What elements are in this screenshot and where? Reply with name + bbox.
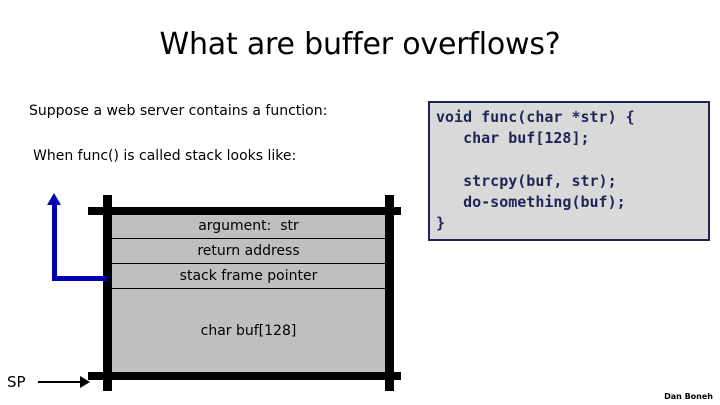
stack-wall-right <box>385 195 394 391</box>
stack-row-label-argument: argument: str <box>198 218 299 234</box>
code-panel: void func(char *str) { char buf[128]; st… <box>428 101 710 241</box>
sfp-pointer-horizontal-line <box>52 276 107 281</box>
stack-row: argument: str <box>112 214 385 239</box>
stack-row: return address <box>112 239 385 264</box>
stack-pointer-arrow-line <box>38 381 82 383</box>
stack-row-label-stack-frame-pointer: stack frame pointer <box>179 268 318 284</box>
stack-wall-left <box>103 195 112 391</box>
stack-pointer-arrowhead-icon <box>80 376 90 388</box>
author-credit: Dan Boneh <box>664 392 713 401</box>
stack-row: stack frame pointer <box>112 264 385 289</box>
page-title: What are buffer overflows? <box>159 27 561 62</box>
stack-cap-top <box>88 207 401 215</box>
bullet-text-line-2: When func() is called stack looks like: <box>33 148 297 164</box>
stack-row-label-return-address: return address <box>197 243 300 259</box>
stack-pointer-label: SP <box>7 373 26 391</box>
stack-cap-bottom <box>88 372 401 380</box>
code-panel-source: void func(char *str) { char buf[128]; st… <box>436 108 635 233</box>
stack-frame-body: argument: str return address stack frame… <box>112 214 385 373</box>
sfp-pointer-arrowhead-icon <box>47 193 61 205</box>
stack-row: char buf[128] <box>112 289 385 373</box>
sfp-pointer-vertical-line <box>52 203 57 281</box>
bullet-text-line-1: Suppose a web server contains a function… <box>29 103 328 119</box>
stack-row-label-buffer: char buf[128] <box>200 323 297 339</box>
